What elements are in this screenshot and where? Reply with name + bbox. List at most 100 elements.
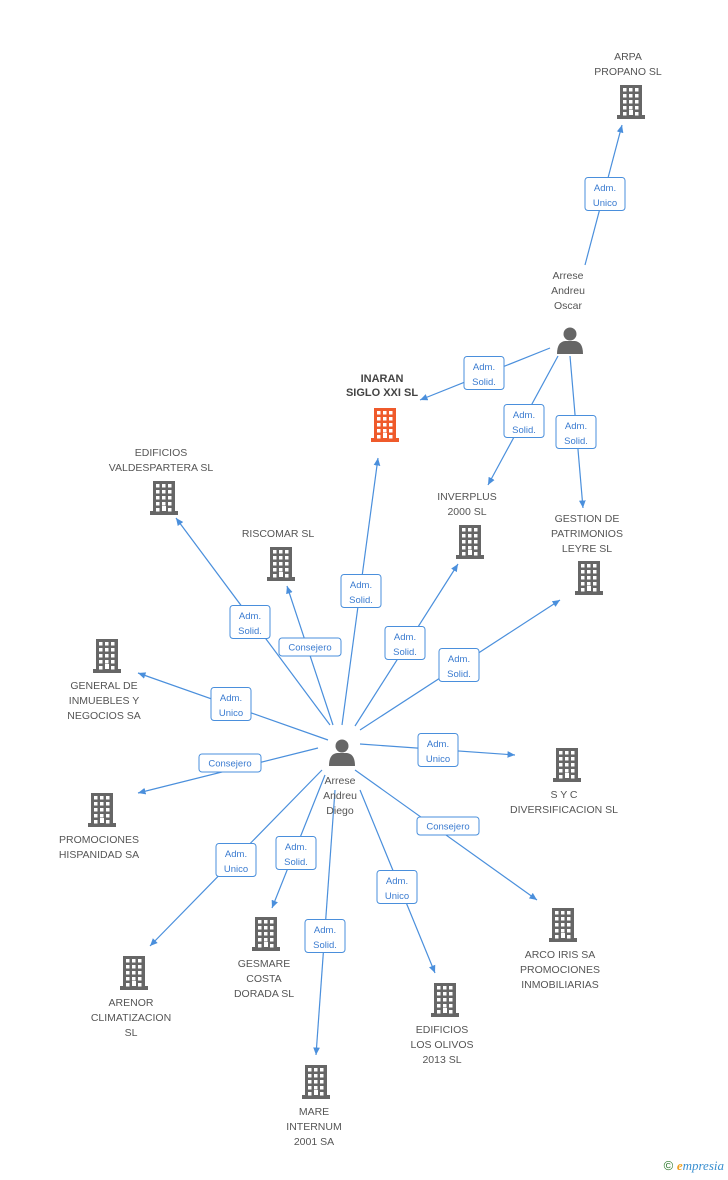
relation-text: Solid. bbox=[512, 425, 536, 436]
relation-box[interactable] bbox=[416, 816, 480, 836]
building-icon[interactable] bbox=[553, 748, 581, 782]
relation-text: Unico bbox=[224, 864, 248, 875]
node-arenor[interactable]: ARENOR CLIMATIZACION SL bbox=[91, 956, 171, 1039]
relation-box[interactable] bbox=[417, 733, 459, 767]
node-label-diego: Arrese bbox=[325, 775, 356, 787]
node-label-arenor: SL bbox=[125, 1027, 138, 1039]
node-label-syc: S Y C bbox=[550, 789, 577, 801]
relation-label[interactable]: Adm.Solid. bbox=[384, 626, 426, 660]
relation-label[interactable]: Adm.Solid. bbox=[438, 648, 480, 682]
relation-text: Solid. bbox=[238, 626, 262, 637]
relation-label[interactable]: Adm. Solid. bbox=[463, 356, 505, 390]
building-icon[interactable] bbox=[150, 481, 178, 515]
relation-box[interactable] bbox=[229, 605, 271, 639]
relation-box[interactable] bbox=[340, 574, 382, 608]
relation-label[interactable]: Adm. Solid. bbox=[503, 404, 545, 438]
relation-box[interactable] bbox=[584, 177, 626, 211]
relation-text: Solid. bbox=[564, 436, 588, 447]
node-label-general: GENERAL DE bbox=[70, 680, 137, 692]
relation-box[interactable] bbox=[198, 753, 262, 773]
relation-label[interactable]: Adm.Solid. bbox=[555, 415, 597, 449]
node-label-gesmare: COSTA bbox=[246, 973, 281, 985]
relation-box[interactable] bbox=[210, 687, 252, 721]
relation-text: Unico bbox=[426, 754, 450, 765]
node-gesmare[interactable]: GESMARE COSTA DORADA SL bbox=[234, 917, 294, 1000]
building-icon[interactable] bbox=[93, 639, 121, 673]
node-label-general: NEGOCIOS SA bbox=[67, 710, 141, 722]
node-riscomar[interactable]: RISCOMAR SL bbox=[242, 528, 315, 581]
relation-label[interactable]: Adm.Solid. bbox=[304, 919, 346, 953]
building-icon[interactable] bbox=[302, 1065, 330, 1099]
building-icon[interactable] bbox=[549, 908, 577, 942]
node-label-edificios_olivos: LOS OLIVOS bbox=[410, 1039, 473, 1051]
person-icon[interactable] bbox=[329, 739, 355, 767]
node-label-oscar: Andreu bbox=[551, 285, 585, 297]
building-icon[interactable] bbox=[88, 793, 116, 827]
relation-label[interactable]: Adm.Unico bbox=[210, 687, 252, 721]
building-icon[interactable] bbox=[431, 983, 459, 1017]
relation-label[interactable]: Adm.Solid. bbox=[340, 574, 382, 608]
node-label-edificios_olivos: EDIFICIOS bbox=[416, 1024, 469, 1036]
node-label-inaran: INARAN bbox=[361, 373, 404, 385]
relation-box[interactable] bbox=[275, 836, 317, 870]
node-label-promociones: HISPANIDAD SA bbox=[59, 849, 139, 861]
relation-label[interactable]: Adm.Unico bbox=[584, 177, 626, 211]
node-label-mare: MARE bbox=[299, 1106, 329, 1118]
relation-text: Adm. bbox=[285, 842, 307, 853]
building-icon[interactable] bbox=[617, 85, 645, 119]
relation-label[interactable]: Adm.Solid. bbox=[275, 836, 317, 870]
building-icon[interactable] bbox=[252, 917, 280, 951]
logo-text: mpresia bbox=[682, 1158, 724, 1173]
node-label-arcoiris: ARCO IRIS SA bbox=[525, 949, 596, 961]
relation-box[interactable] bbox=[555, 415, 597, 449]
relation-box[interactable] bbox=[304, 919, 346, 953]
relation-text: Unico bbox=[219, 708, 243, 719]
relation-box[interactable] bbox=[463, 356, 505, 390]
node-label-arenor: CLIMATIZACION bbox=[91, 1012, 171, 1024]
relation-box[interactable] bbox=[278, 637, 342, 657]
relation-text: Adm. bbox=[473, 362, 495, 373]
building-icon[interactable] bbox=[120, 956, 148, 990]
relation-label[interactable]: Consejero bbox=[416, 816, 480, 836]
relation-text: Adm. bbox=[513, 410, 535, 421]
building-icon[interactable] bbox=[456, 525, 484, 559]
node-label-oscar: Arrese bbox=[553, 270, 584, 282]
copyright-footer[interactable]: © empresia bbox=[664, 1158, 724, 1174]
relation-box[interactable] bbox=[503, 404, 545, 438]
relation-box[interactable] bbox=[438, 648, 480, 682]
relation-label[interactable]: Adm.Unico bbox=[215, 843, 257, 877]
building-icon[interactable] bbox=[575, 561, 603, 595]
relation-box[interactable] bbox=[376, 870, 418, 904]
building-icon[interactable] bbox=[371, 408, 399, 442]
node-label-gesmare: GESMARE bbox=[238, 958, 291, 970]
relation-label[interactable]: Adm.Unico bbox=[417, 733, 459, 767]
relation-box[interactable] bbox=[384, 626, 426, 660]
empresia-logo[interactable]: empresia bbox=[677, 1158, 724, 1173]
relation-text: Solid. bbox=[472, 377, 496, 388]
relation-label[interactable]: Adm.Unico bbox=[376, 870, 418, 904]
person-icon[interactable] bbox=[557, 327, 583, 355]
node-label-gesmare: DORADA SL bbox=[234, 988, 294, 1000]
relation-box[interactable] bbox=[215, 843, 257, 877]
node-label-arenor: ARENOR bbox=[109, 997, 154, 1009]
relation-label[interactable]: Consejero bbox=[278, 637, 342, 657]
relation-label[interactable]: Adm.Solid. bbox=[229, 605, 271, 639]
node-label-arpa: PROPANO SL bbox=[594, 66, 662, 78]
relation-label[interactable]: Consejero bbox=[198, 753, 262, 773]
node-label-edificios_vald: EDIFICIOS bbox=[135, 447, 188, 459]
building-icon[interactable] bbox=[267, 547, 295, 581]
